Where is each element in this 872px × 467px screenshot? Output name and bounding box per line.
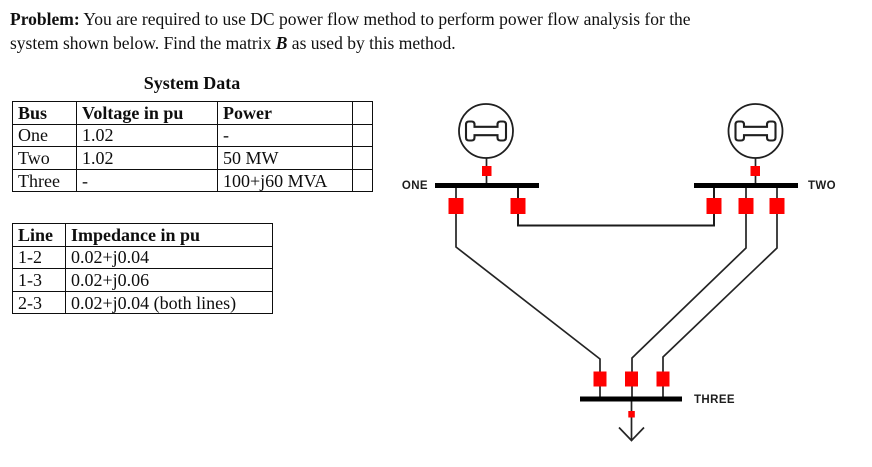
breaker-bus3-left-icon — [593, 371, 607, 387]
matrix-b-symbol: B — [275, 33, 288, 53]
bus-one-bar — [435, 183, 539, 188]
bus-three-bar — [580, 396, 682, 402]
breaker-bus2-right-icon — [769, 198, 785, 214]
bus-two-label: TWO — [808, 180, 836, 192]
cell-power: 50 MW — [217, 146, 353, 170]
cell-line: 2-3 — [12, 290, 66, 315]
cell-voltage: 1.02 — [76, 123, 218, 148]
cell-voltage: - — [76, 168, 218, 193]
problem-statement: Problem: You are required to use DC powe… — [10, 7, 848, 55]
cell-empty — [352, 146, 373, 170]
breaker-bus2-mid-icon — [738, 198, 754, 214]
problem-line2-pre: system shown below. Find the matrix — [10, 33, 276, 53]
breaker-bus2-left-icon — [706, 198, 722, 214]
col-header-bus: Bus — [12, 101, 77, 125]
cell-empty — [352, 123, 373, 148]
one-line-diagram: ONE TWO THREE — [402, 103, 836, 442]
load-arrow-icon — [618, 426, 645, 442]
table-row: Three - 100+j60 MVA — [12, 168, 373, 193]
cell-bus: Two — [12, 146, 77, 170]
system-data-table: Bus Voltage in pu Power One 1.02 - Two 1… — [12, 101, 373, 193]
col-header-impedance: Impedance in pu — [65, 223, 273, 247]
col-header-power: Power — [217, 101, 353, 125]
breaker-gen1-icon — [482, 166, 492, 176]
cell-bus: One — [12, 123, 77, 148]
table-row: Two 1.02 50 MW — [12, 146, 373, 170]
cell-empty — [352, 168, 373, 193]
cell-impedance: 0.02+j0.04 — [65, 245, 273, 270]
line-impedance-table: Line Impedance in pu 1-2 0.02+j0.04 1-3 … — [12, 223, 273, 315]
bus-two-bar — [694, 183, 798, 188]
breaker-bus3-mid-icon — [625, 371, 638, 387]
problem-line1: You are required to use DC power flow me… — [79, 9, 691, 29]
col-header-line: Line — [12, 223, 66, 247]
breaker-gen2-icon — [750, 166, 760, 176]
cell-power: - — [217, 123, 353, 148]
cell-bus: Three — [12, 168, 77, 193]
problem-line2-post: as used by this method. — [287, 33, 456, 53]
table-header-row: Bus Voltage in pu Power — [12, 101, 373, 125]
bus-three-label: THREE — [694, 394, 735, 406]
table-row: 2-3 0.02+j0.04 (both lines) — [12, 290, 273, 315]
breaker-bus1-right-icon — [510, 198, 526, 214]
col-header-voltage: Voltage in pu — [76, 101, 218, 125]
problem-label: Problem: — [10, 9, 80, 29]
cell-line: 1-3 — [12, 268, 66, 292]
table-row: 1-2 0.02+j0.04 — [12, 245, 273, 270]
table-row: 1-3 0.02+j0.06 — [12, 268, 273, 292]
breaker-bus3-right-icon — [656, 371, 670, 387]
cell-voltage: 1.02 — [76, 146, 218, 170]
table-header-row: Line Impedance in pu — [12, 223, 273, 247]
generator-two-icon — [727, 103, 784, 159]
generator-one-icon — [458, 103, 514, 159]
col-header-empty — [352, 101, 373, 125]
table-row: One 1.02 - — [12, 123, 373, 148]
system-data-title: System Data — [143, 73, 241, 93]
cell-impedance: 0.02+j0.06 — [65, 268, 273, 292]
cell-impedance: 0.02+j0.04 (both lines) — [65, 290, 273, 315]
breaker-bus1-left-icon — [448, 198, 464, 214]
line-2-3a-wire — [631, 185, 747, 399]
cell-power: 100+j60 MVA — [217, 168, 353, 193]
line-2-3b-wire — [662, 185, 778, 399]
breaker-load-icon — [628, 411, 635, 418]
cell-line: 1-2 — [12, 245, 66, 270]
line-1-2-wire — [517, 185, 715, 227]
bus-one-label: ONE — [402, 180, 428, 192]
line-1-3-wire — [455, 185, 601, 399]
